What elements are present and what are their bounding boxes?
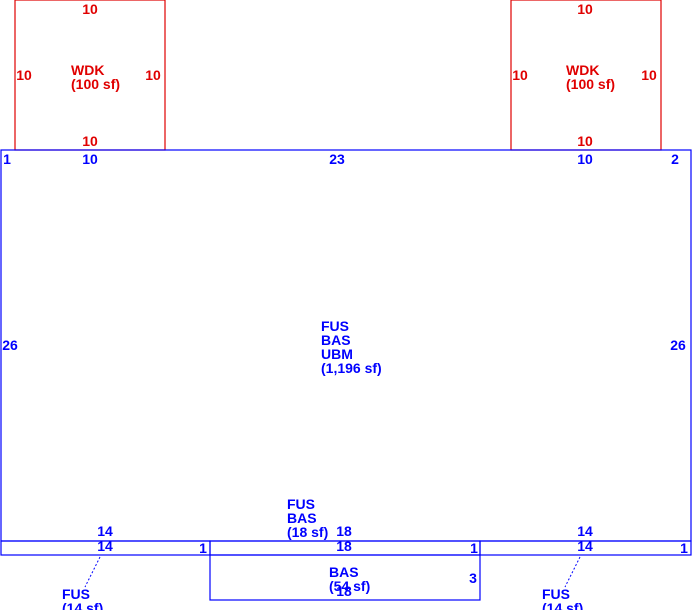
deck-left-dim-right: 10 [145, 67, 161, 83]
strip-right-dim-top: 14 [577, 538, 593, 554]
strip-left-area: (14 sf) [62, 600, 103, 610]
main-dim-top-center: 23 [329, 151, 345, 167]
strip-right-area: (14 sf) [542, 600, 583, 610]
strip-left-code: FUS [62, 586, 90, 602]
bump-out: BAS (54 sf) 3 18 [209, 554, 481, 601]
deck-right-dim-right: 10 [641, 67, 657, 83]
bump-out-outline [209, 554, 481, 601]
strip-right-outline [479, 540, 692, 556]
main-area-size: (1,196 sf) [321, 360, 382, 376]
deck-left-dim-bottom: 10 [82, 133, 98, 149]
bump-out-dim-bottom: 18 [336, 583, 352, 599]
main-dim-left: 26 [2, 337, 18, 353]
deck-right-code: WDK [566, 62, 599, 78]
bump-out-code: BAS [329, 564, 359, 580]
strip-center-area: (18 sf) [287, 524, 328, 540]
strip-right-code: FUS [542, 586, 570, 602]
bump-out-dim-right: 3 [469, 570, 477, 586]
strip-center-dim-right: 1 [470, 540, 478, 556]
deck-left-dim-top: 10 [82, 1, 98, 17]
deck-left-area: (100 sf) [71, 76, 120, 92]
main-dim-bottom-left: 14 [97, 523, 113, 539]
main-dim-top-right-corner: 2 [671, 151, 679, 167]
deck-right: 10 10 10 10 WDK (100 sf) [510, 0, 662, 151]
deck-left-code: WDK [71, 62, 104, 78]
deck-left-dim-left: 10 [16, 67, 32, 83]
strip-right-leader [564, 556, 581, 588]
deck-left: 10 10 10 10 WDK (100 sf) [14, 0, 166, 151]
main-code-1: FUS [321, 318, 349, 334]
deck-right-area: (100 sf) [566, 76, 615, 92]
main-dim-top-right: 10 [577, 151, 593, 167]
strip-left-dim-right: 1 [199, 540, 207, 556]
deck-right-dim-left: 10 [512, 67, 528, 83]
strip-center-code-1: FUS [287, 496, 315, 512]
strip-left: 14 1 FUS (14 sf) [0, 538, 211, 610]
main-dim-top-left-corner: 1 [3, 151, 11, 167]
main-dim-bottom-center: 18 [336, 523, 352, 539]
strip-left-dim-top: 14 [97, 538, 113, 554]
strip-right: 14 1 FUS (14 sf) [479, 538, 692, 610]
main-dim-bottom-right: 14 [577, 523, 593, 539]
strip-center-code-2: BAS [287, 510, 317, 526]
main-code-2: BAS [321, 332, 351, 348]
bump-out-area: (54 sf) [329, 578, 370, 594]
main-dim-top-left: 10 [82, 151, 98, 167]
main-code-3: UBM [321, 346, 353, 362]
strip-right-dim-right: 1 [680, 540, 688, 556]
deck-right-dim-top: 10 [577, 1, 593, 17]
strip-center-dim-top: 18 [336, 538, 352, 554]
strip-center: FUS BAS (18 sf) 18 1 [209, 496, 481, 556]
main-dim-right: 26 [670, 337, 686, 353]
deck-right-dim-bottom: 10 [577, 133, 593, 149]
strip-left-leader [84, 556, 101, 588]
main-area: 1 10 23 10 2 26 26 FUS BAS UBM (1,196 sf… [0, 149, 692, 542]
